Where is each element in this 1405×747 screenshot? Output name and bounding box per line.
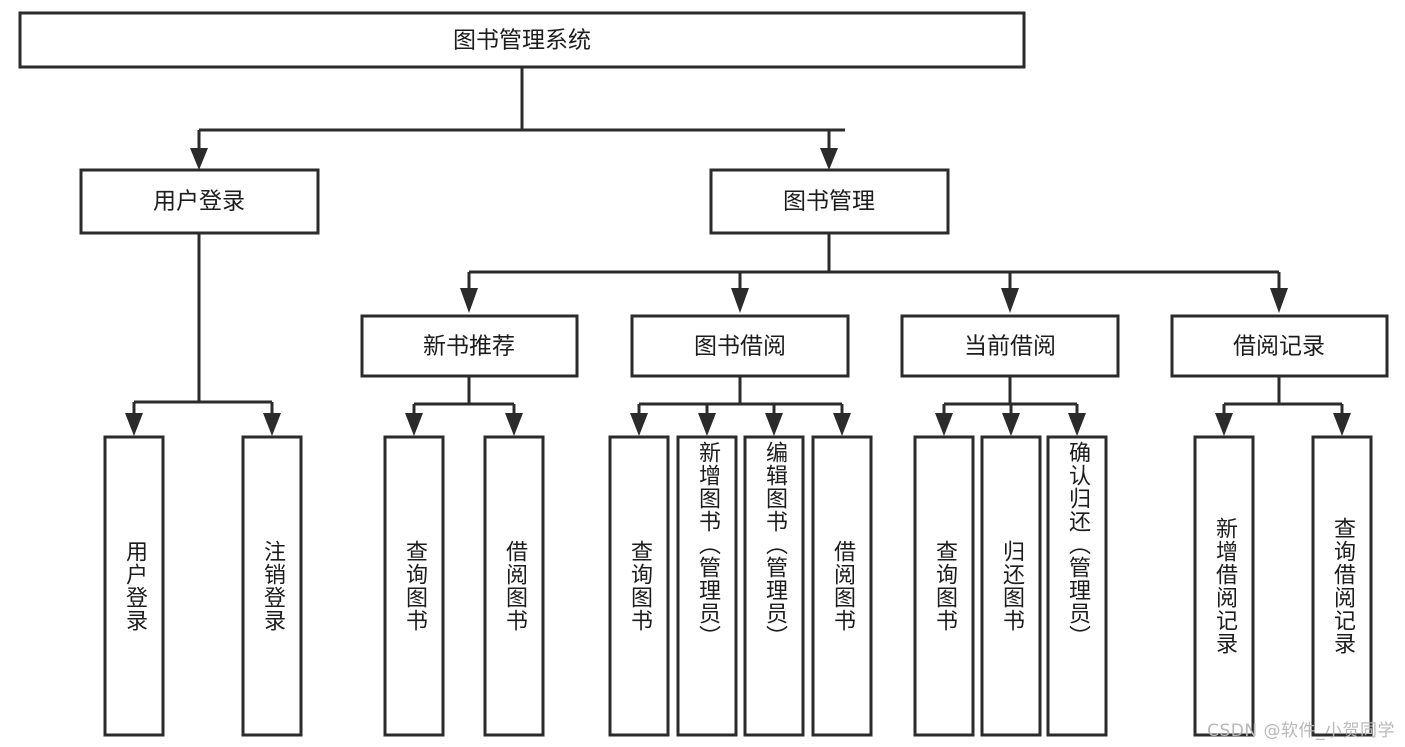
leaf-node-b-query-book[interactable]	[608, 435, 670, 737]
csdn-watermark: CSDN @软件_小贺同学	[1207, 721, 1395, 741]
leaf-node-c-query-book[interactable]	[913, 435, 975, 737]
node-current-borrow[interactable]: 当前借阅	[900, 314, 1120, 378]
leaf-node-b-add-book[interactable]	[676, 435, 738, 737]
edge-current-to-leaves	[935, 376, 1086, 436]
leaf-node-user-logout[interactable]	[241, 435, 303, 737]
node-new-book-recommend[interactable]: 新书推荐	[360, 314, 579, 378]
leaf-node-r-query-record[interactable]	[1311, 435, 1373, 737]
node-book-borrow[interactable]: 图书借阅	[630, 314, 850, 378]
leaf-node-nr-query-book[interactable]	[383, 435, 445, 737]
edge-borrow-to-leaves	[630, 376, 851, 436]
leaf-node-c-confirm-return[interactable]	[1046, 435, 1108, 737]
edge-root-to-level1	[190, 67, 845, 170]
edge-bookmgmt-to-level2	[460, 233, 1288, 313]
leaf-node-r-add-record[interactable]	[1193, 435, 1255, 737]
leaf-node-b-borrow-book[interactable]	[811, 435, 873, 737]
node-root-label: 图书管理系统	[453, 28, 591, 54]
leaf-node-b-edit-book[interactable]	[743, 435, 805, 737]
node-user-login[interactable]: 用户登录	[79, 168, 320, 235]
node-book-management-label: 图书管理	[783, 189, 875, 215]
leaf-node-user-login[interactable]	[103, 435, 165, 737]
leaf-node-c-return-book[interactable]	[980, 435, 1042, 737]
node-book-borrow-label: 图书借阅	[694, 334, 786, 360]
node-borrow-record-label: 借阅记录	[1233, 334, 1325, 360]
node-borrow-record[interactable]: 借阅记录	[1170, 314, 1389, 378]
node-user-login-label: 用户登录	[153, 189, 245, 215]
node-book-management[interactable]: 图书管理	[709, 168, 950, 235]
edge-newrec-to-leaves	[405, 376, 523, 436]
node-root[interactable]: 图书管理系统	[18, 11, 1026, 69]
leaf-node-nr-borrow-book[interactable]	[483, 435, 545, 737]
node-current-borrow-label: 当前借阅	[964, 334, 1056, 360]
edge-userlogin-to-leaves	[125, 233, 281, 436]
edge-record-to-leaves	[1215, 376, 1351, 436]
node-new-book-recommend-label: 新书推荐	[423, 334, 515, 360]
